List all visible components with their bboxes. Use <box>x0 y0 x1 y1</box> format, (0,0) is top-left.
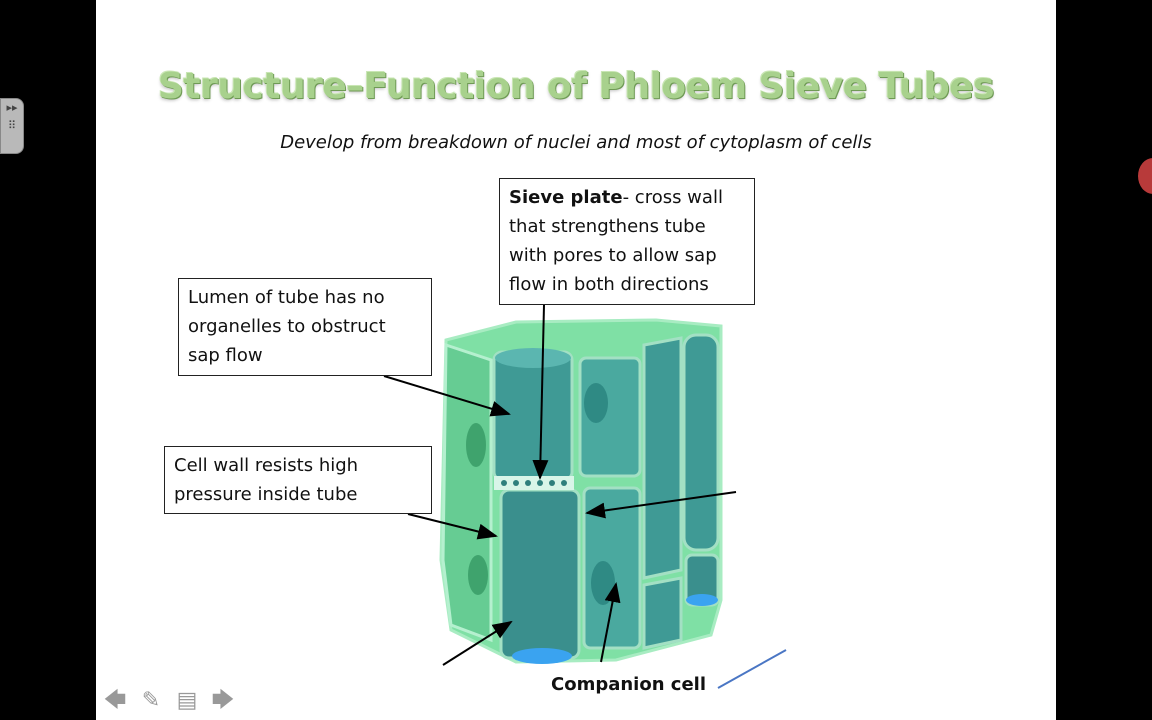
menu-icon[interactable]: ▤ <box>176 688 198 713</box>
sieve-plate-arrow <box>532 304 549 480</box>
companion-cell <box>582 486 642 650</box>
lower-sieve-tube <box>499 488 581 660</box>
right-cell <box>642 336 683 580</box>
lumen-description: Lumen of tube has no organelles to obstr… <box>188 287 386 366</box>
sieve-plate <box>494 476 574 490</box>
cell-wall-callout: Cell wall resists high pressure inside t… <box>164 446 432 514</box>
slide: Structure–Function of Phloem Sieve Tubes… <box>96 0 1056 720</box>
outer-cell-nucleus <box>468 555 488 595</box>
lumen-callout: Lumen of tube has no organelles to obstr… <box>178 278 432 376</box>
companion-cell-label: Companion cell <box>551 674 707 695</box>
arrow-left-icon[interactable]: 🡄 <box>103 688 127 713</box>
arrow-right-icon[interactable]: 🡆 <box>211 688 235 713</box>
grip-icon: ▸▸⠿ <box>6 101 18 132</box>
phloem-diagram <box>383 304 787 689</box>
companion-arrow-lower <box>600 582 621 663</box>
upper-sieve-tube <box>492 350 574 482</box>
right-cell <box>642 576 683 650</box>
outer-cell-nucleus <box>466 423 486 467</box>
sieve-plate-description: - cross wall that strengthens tube with … <box>509 187 723 295</box>
far-right-tube <box>682 333 720 552</box>
side-panel-handle[interactable]: ▸▸⠿ <box>0 98 24 154</box>
presentation-toolbar: 🡄 ✎ ▤ 🡆 <box>102 688 236 716</box>
slide-title: Structure–Function of Phloem Sieve Tubes <box>157 66 995 107</box>
slide-subtitle: Develop from breakdown of nuclei and mos… <box>280 132 872 153</box>
companion-nucleus <box>584 383 608 423</box>
sieve-plate-term: Sieve plate <box>509 187 623 208</box>
lower-tube-arrow <box>442 620 513 666</box>
lumen-opening <box>512 648 572 664</box>
cell-wall-description: Cell wall resists high pressure inside t… <box>174 455 359 505</box>
upper-tube-top <box>495 348 571 368</box>
pen-icon[interactable]: ✎ <box>141 688 161 713</box>
record-indicator[interactable] <box>1138 158 1152 194</box>
pen-annotation <box>717 649 787 689</box>
sieve-plate-callout: Sieve plate- cross wall that strengthens… <box>499 178 755 305</box>
lumen-opening <box>686 594 718 606</box>
companion-arrow-upper <box>585 491 737 519</box>
cell-wall-arrow <box>407 513 498 540</box>
companion-nucleus <box>591 561 615 605</box>
lumen-arrow <box>383 375 511 417</box>
outer-cell-left <box>441 342 493 643</box>
